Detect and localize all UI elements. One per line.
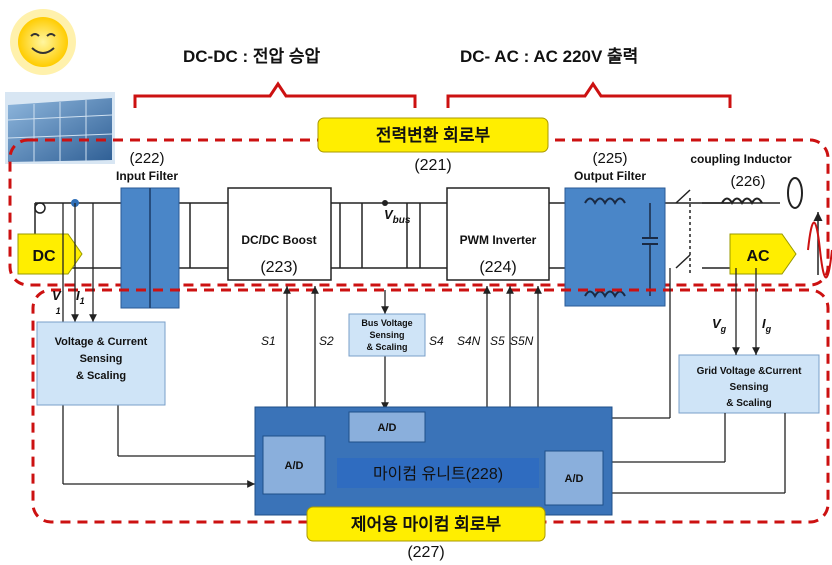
ac-output-label: AC (746, 248, 770, 265)
control-section-ref: (227) (407, 544, 444, 561)
s5n-label: S5N (510, 334, 534, 348)
control-section-title-box (306, 506, 546, 542)
grid-sensing-box (678, 354, 820, 414)
ad-right-label: A/D (565, 473, 584, 485)
grid-sensing-line3: & Scaling (726, 398, 772, 409)
s5-label: S5 (490, 334, 505, 348)
pwm-inverter-block (446, 187, 550, 281)
micro-label-box (337, 458, 539, 488)
s2-label: S2 (319, 334, 334, 348)
power-section-title: 전력변환 회로부 (376, 126, 491, 145)
dcdc-boost-label: DC/DC Boost (241, 233, 316, 247)
input-filter-ref: (222) (129, 150, 164, 167)
coupling-inductor-ref: (226) (730, 173, 765, 190)
dc-terminal-icon (34, 202, 46, 214)
dcac-header-label: DC- AC : AC 220V 출력 (460, 47, 638, 66)
vbus-node-icon (382, 200, 388, 206)
bus-sensing-line3: & Scaling (366, 342, 407, 352)
ig-label: Ig (762, 316, 772, 334)
i1-label: I1 (76, 288, 85, 306)
dc-source-label: DC (32, 248, 56, 265)
output-filter-label: Output Filter (574, 169, 646, 183)
micro-unit-label: 마이컴 유니트(228) (373, 465, 503, 483)
control-section-frame (31, 288, 830, 524)
grid-sensing-line2: Sensing (730, 382, 769, 393)
power-section-title-box (317, 117, 549, 153)
solar-panel-icon (5, 92, 115, 164)
bus-sensing-box (348, 313, 426, 357)
relay-switch-top-icon (675, 189, 691, 204)
vi-sensing-line1: Voltage & Current (55, 336, 148, 348)
dcdc-boost-ref: (223) (260, 259, 297, 276)
control-section-title: 제어용 마이컴 회로부 (351, 514, 502, 534)
input-filter-label: Input Filter (116, 169, 178, 183)
s1-label: S1 (261, 334, 276, 348)
s4n-label: S4N (457, 334, 481, 348)
dcdc-brace (133, 81, 417, 108)
ac-output-arrow (729, 233, 797, 275)
grid-sensing-line1: Grid Voltage &Current (697, 366, 802, 377)
pwm-inverter-ref: (224) (479, 259, 516, 276)
sun-icon (10, 9, 76, 75)
ac-waveform-icon (807, 221, 832, 279)
relay-switch-bottom-icon (675, 254, 691, 269)
ad-left-label: A/D (285, 460, 304, 472)
ad-top-label: A/D (378, 422, 397, 434)
dcdc-header-label: DC-DC : 전압 승압 (183, 46, 321, 66)
bus-sensing-line1: Bus Voltage (361, 318, 412, 328)
ad-converter-right (544, 450, 604, 506)
vbus-label: Vbus (384, 207, 411, 226)
dcdc-boost-block (227, 187, 332, 281)
ad-converter-top (348, 411, 426, 443)
ad-converter-left (262, 435, 326, 495)
current-probe-icon (787, 177, 803, 209)
coupling-inductor-icon (721, 197, 763, 206)
vg-label: Vg (712, 316, 727, 334)
s4-label: S4 (429, 334, 444, 348)
vi-sensing-line2: Sensing (80, 353, 123, 365)
coupling-inductor-label: coupling Inductor (690, 152, 792, 166)
output-filter-block (564, 187, 666, 307)
power-section-ref: (221) (414, 157, 451, 174)
pwm-inverter-label: PWM Inverter (460, 233, 537, 247)
bus-sensing-line2: Sensing (369, 330, 404, 340)
output-filter-ref: (225) (592, 150, 627, 167)
vi-sensing-box (36, 321, 166, 406)
vi-sensing-line3: & Scaling (76, 370, 126, 382)
dcac-brace (446, 81, 732, 108)
